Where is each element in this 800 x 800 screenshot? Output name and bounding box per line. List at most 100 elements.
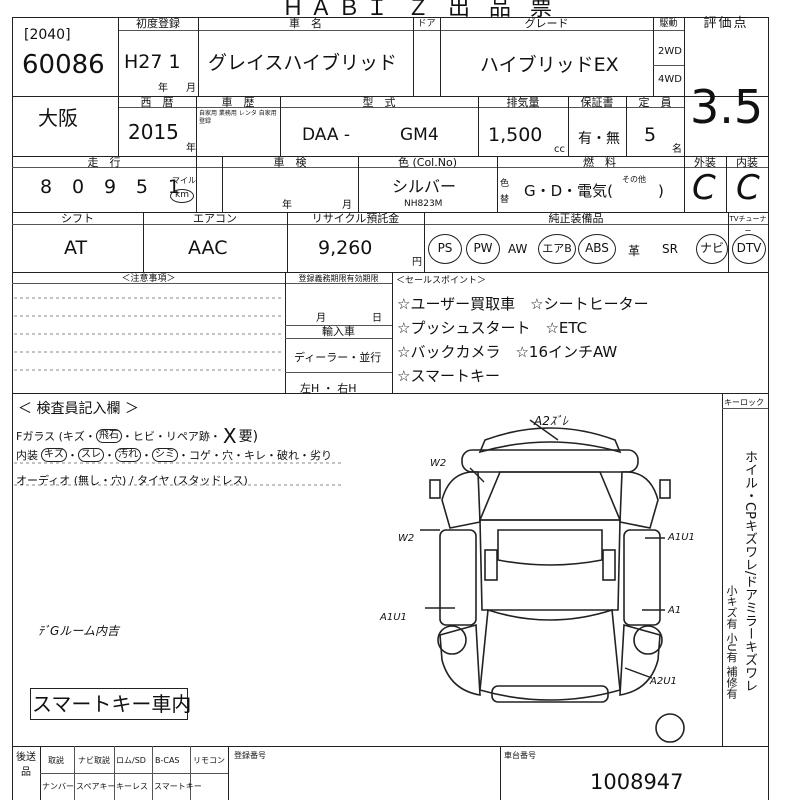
dealer-or-parallel: ディーラー・並行 <box>294 351 382 364</box>
first-reg-label: 初度登録 <box>136 17 180 30</box>
first-reg-month-unit: 月 <box>186 83 196 94</box>
sales-point: ☆バックカメラ ☆16インチAW <box>397 343 618 361</box>
interior-circled-scratch: キズ <box>41 448 67 462</box>
sales-point: ☆ユーザー買取車 ☆シートヒーター <box>397 295 649 313</box>
diagram-label-top: A2ｽﾞﾚ <box>534 414 568 428</box>
mileage-digit: 9 <box>103 176 117 198</box>
tuner-label: TVチューナー <box>729 215 767 235</box>
interior-label: 内装 <box>736 156 758 169</box>
ship-item: スマートキー <box>154 782 202 791</box>
fuel: G・D・電気( ) <box>524 182 664 200</box>
interior-circled-dirt: 汚れ <box>115 448 141 462</box>
history-note: 自家用 業務用 レンタ 自家用 登録 <box>199 110 277 125</box>
sales-point: ☆プッシュスタート ☆ETC <box>397 319 588 337</box>
recycle-unit: 円 <box>412 257 422 268</box>
ship-item: 取説 <box>48 756 64 765</box>
recycle-label: リサイクル預託金 <box>311 212 400 225</box>
equip-leather: 革 <box>628 244 641 258</box>
chassis-number: 1008947 <box>590 770 684 794</box>
location: 大阪 <box>38 106 78 130</box>
first-reg-year-unit: 年 <box>158 83 168 94</box>
ship-item: リモコン <box>193 756 225 765</box>
car-damage-diagram <box>420 419 685 743</box>
ship-item: ナンバー <box>42 782 74 791</box>
inspection-label: 車 検 <box>273 156 307 169</box>
glass-line: Fガラス (キズ・ 飛石 ・ヒビ・リペア跡・ X 要) <box>16 424 258 448</box>
interior-circled-stain: シミ <box>152 448 178 462</box>
exterior-grade: C <box>692 168 716 208</box>
drive-4wd: 4WD <box>658 74 682 85</box>
displacement-label: 排気量 <box>506 96 540 109</box>
ship-item: ナビ取説 <box>78 756 110 765</box>
drive-label: 駆動 <box>659 19 678 29</box>
sheet-title: ＨＡＢＩ Ｚ 出 品 票 <box>282 0 558 21</box>
model-prefix: DAA - <box>302 125 351 145</box>
car-name: グレイスハイブリッド <box>208 52 398 74</box>
inspector-dashed-lines <box>14 462 344 486</box>
displacement-unit: cc <box>554 144 565 155</box>
exterior-label: 外装 <box>694 156 716 169</box>
car-name-label: 車 名 <box>289 17 322 30</box>
sales-label: ＜セールスポイント＞ <box>396 276 487 286</box>
displacement: 1,500 <box>488 124 543 146</box>
mileage-label: 走 行 <box>87 156 121 169</box>
capacity-label: 定 員 <box>638 96 672 109</box>
reg-deadline-label: 登録義務期限有効期限 <box>298 274 379 283</box>
year-unit: 年 <box>186 143 196 154</box>
year-value: 2015 <box>128 120 179 144</box>
color-code: NH823M <box>404 199 443 209</box>
inspector-title: ＜ 検査員記入欄 ＞ <box>18 401 139 417</box>
caution-label: ＜注意事項＞ <box>121 274 176 284</box>
door-label: ドア <box>417 19 436 29</box>
sales-point: ☆スマートキー <box>397 367 500 385</box>
chassis-label: 車台番号 <box>504 751 536 760</box>
equip-abs: ABS <box>578 234 616 264</box>
mileage-digit: 0 <box>71 176 85 198</box>
fuel-label: 燃 料 <box>583 156 616 169</box>
caution-lines <box>14 297 284 371</box>
smartkey-note: スマートキー車内 <box>32 692 192 716</box>
interior-line: 内装 キズ ・ スレ ・ 汚れ ・ シミ ・コゲ・穴・キレ・破れ・劣り <box>16 448 332 462</box>
lot-code: [2040] <box>24 27 71 43</box>
color-label: 色 (Col.No) <box>397 156 457 169</box>
shift-label: シフト <box>61 212 94 225</box>
reg-month-unit: 月 <box>316 313 326 324</box>
color-change-label: 色替 <box>500 179 510 205</box>
diagram-label-left-low: A1U1 <box>380 612 407 623</box>
registration-no-label: 登録番号 <box>234 751 266 760</box>
interior-prefix: 内装 <box>16 449 38 462</box>
model-code: GM4 <box>400 125 439 145</box>
shift: AT <box>64 237 88 259</box>
year-label: 西 暦 <box>140 96 174 109</box>
diagram-label-left-mid: W2 <box>398 533 415 544</box>
diagram-label-right-low: A1 <box>668 605 682 616</box>
capacity: 5 <box>644 124 657 146</box>
glass-suffix: ・ヒビ・リペア跡・ <box>121 430 221 443</box>
equip-aw: AW <box>508 242 528 256</box>
mileage-unit-mile: マイル <box>172 176 196 185</box>
warranty: 有・無 <box>578 131 620 147</box>
audio-tire-line: オーディオ (無し・穴) / タイヤ (スタッドレス) <box>16 474 248 487</box>
wheel-vertical-legend: ホイル・CPキズワレ/ドアミラーキズワレ <box>742 450 757 693</box>
equip-ps: PS <box>428 234 462 264</box>
ship-item: スペアキー <box>76 782 116 791</box>
aircon: AAC <box>188 237 228 259</box>
interior-grade: C <box>736 168 760 208</box>
glass-x-mark: X <box>222 424 237 448</box>
wheel-vertical-legend-2: 小キズ有 小U有 補修有 <box>725 585 738 700</box>
mileage-digits: 8 0 9 5 1 <box>40 176 180 198</box>
score-label: 評価点 <box>703 16 749 31</box>
glass-prefix: Fガラス (キズ・ <box>16 430 96 443</box>
capacity-unit: 名 <box>672 144 682 155</box>
model-label: 型 式 <box>362 96 396 109</box>
diagram-label-bottom-right: A2U1 <box>650 676 677 687</box>
lot-number: 60086 <box>22 50 105 80</box>
equip-pw: PW <box>466 234 500 264</box>
equip-airbag: エアB <box>538 234 576 264</box>
grade-label: グレード <box>524 17 569 30</box>
aircon-label: エアコン <box>193 212 237 225</box>
inspection-month-unit: 月 <box>342 200 352 211</box>
mileage-digit: 5 <box>135 176 148 198</box>
recycle: 9,260 <box>318 237 373 259</box>
mileage-digit: 8 <box>40 176 53 198</box>
